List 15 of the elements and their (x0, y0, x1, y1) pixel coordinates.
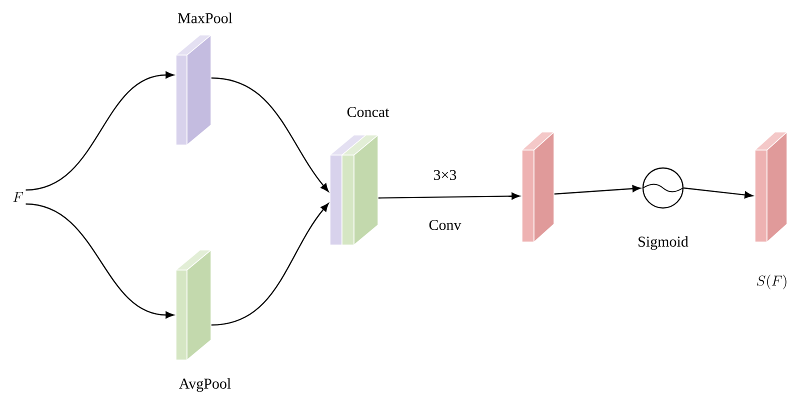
block-label: Concat (347, 106, 390, 118)
arrow (554, 185, 641, 195)
block-label: $S(F)$ (756, 274, 786, 290)
arrow (26, 71, 174, 191)
block-label: Sigmoid (638, 236, 688, 250)
operation-label: 3×3 (434, 170, 456, 180)
input-label: $F$ (13, 192, 24, 202)
arrow (211, 203, 329, 326)
arrow (211, 77, 329, 192)
block-label: AvgPool (179, 378, 231, 392)
arrow (684, 187, 753, 198)
arrow (26, 203, 174, 319)
block-label: MaxPool (178, 12, 232, 24)
operation-label: Conv (429, 220, 462, 230)
arrow (378, 192, 520, 200)
